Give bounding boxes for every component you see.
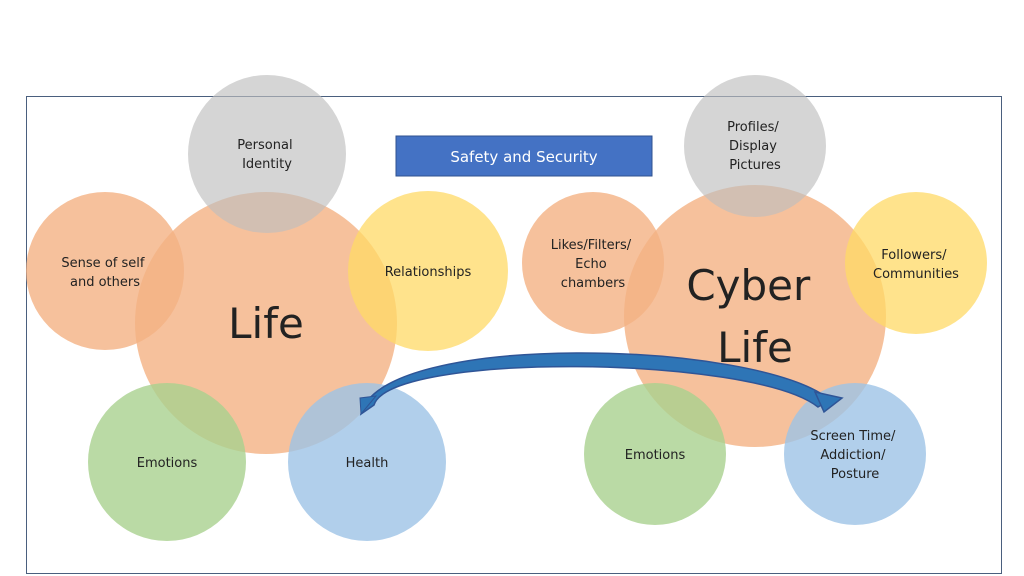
cyber-life-line2: Life [717, 323, 793, 372]
relationships-label: Relationships [385, 265, 472, 280]
likes-line3: chambers [561, 276, 626, 291]
cyber-emotions-circle [584, 383, 726, 525]
screen-time-line3: Posture [831, 467, 880, 482]
svg-text:Followers/ Communities: Followers/ Communities [873, 248, 959, 282]
likes-line1: Likes/Filters/ [551, 238, 632, 253]
svg-text:Sense of self and others: Sense of self and others [61, 256, 148, 290]
cyber-emotions-label: Emotions [625, 448, 686, 463]
diagram-frame [26, 96, 1002, 574]
sense-of-self-circle [26, 192, 184, 350]
screen-time-line1: Screen Time/ [810, 429, 896, 444]
profiles-line3: Pictures [729, 158, 781, 173]
health-label: Health [346, 456, 389, 471]
svg-text:Personal Identity: Personal Identity [237, 138, 296, 172]
health-to-screen-time-arrow [359, 352, 844, 416]
personal-identity-line1: Personal [237, 138, 292, 153]
life-emotions-circle [88, 383, 246, 541]
safety-security-banner [395, 135, 653, 177]
life-center-circle [135, 192, 397, 454]
relationships-circle [348, 191, 508, 351]
health-circle [288, 383, 446, 541]
svg-text:Screen Time/ Addiction/: Screen Time/ Addiction/ Posture [810, 429, 899, 482]
profiles-line2: Display [729, 139, 777, 154]
svg-text:Likes/Filters/ Echo ch: Likes/Filters/ Echo chambers [551, 238, 636, 291]
life-center-label: Life [228, 299, 304, 348]
likes-line2: Echo [575, 257, 607, 272]
likes-filters-circle [522, 192, 664, 334]
svg-text:Cyber Life: Cyber Life [686, 261, 823, 372]
screen-time-circle [784, 383, 926, 525]
personal-identity-circle [188, 75, 346, 233]
cyber-life-center-circle [624, 185, 886, 447]
followers-line1: Followers/ [881, 248, 947, 263]
profiles-line1: Profiles/ [727, 120, 779, 135]
sense-of-self-line2: and others [70, 275, 140, 290]
sense-of-self-line1: Sense of self [61, 256, 144, 271]
cyber-life-line1: Cyber [686, 261, 811, 310]
safety-security-label: Safety and Security [450, 148, 597, 166]
followers-line2: Communities [873, 267, 959, 282]
svg-text:Profiles/ Display Pict: Profiles/ Display Pictures [727, 120, 783, 173]
screen-time-line2: Addiction/ [820, 448, 886, 463]
followers-circle [845, 192, 987, 334]
profiles-circle [684, 75, 826, 217]
personal-identity-line2: Identity [242, 157, 292, 172]
life-emotions-label: Emotions [137, 456, 198, 471]
